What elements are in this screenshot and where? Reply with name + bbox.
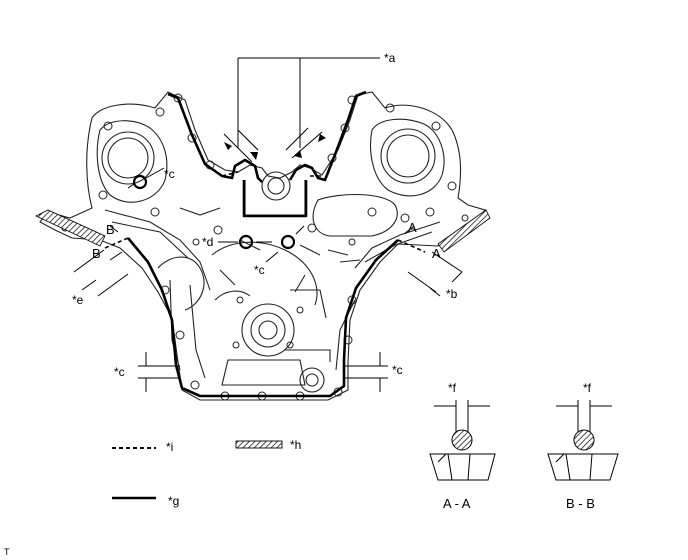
dimension-c-left <box>138 352 180 392</box>
callout-label-f-aa: *f <box>448 381 457 395</box>
dimension-c-right <box>344 352 388 392</box>
o-rings <box>132 174 296 250</box>
dimension-arrowheads <box>224 134 326 160</box>
dimension-e <box>73 249 129 297</box>
section-title-bb: B - B <box>566 496 595 511</box>
section-mark-b-upper: B <box>106 222 115 237</box>
section-view-bb <box>547 400 619 481</box>
callout-label-c-right: *c <box>392 363 403 377</box>
legend-label-solid: *g <box>168 494 179 508</box>
callout-label-c-mid: *c <box>254 263 265 277</box>
legend-hatched-swatch <box>235 440 283 449</box>
seal-packing-dashed <box>104 171 426 253</box>
section-mark-a-lower: A <box>432 246 441 261</box>
callout-label-d: *d <box>202 235 213 249</box>
section-title-aa: A - A <box>443 496 471 511</box>
callout-label-a: *a <box>384 51 396 65</box>
section-mark-a-upper: A <box>408 220 417 235</box>
section-view-aa <box>429 400 496 481</box>
timing-cover-body <box>39 91 486 401</box>
legend-label-dashed: *i <box>166 440 173 454</box>
gaskets-hatched <box>35 209 491 253</box>
bolt-holes <box>61 93 469 401</box>
callout-label-c-top: *c <box>164 167 175 181</box>
legend-label-hatched: *h <box>290 438 301 452</box>
section-mark-b-lower: B <box>92 246 101 261</box>
callout-label-e: *e <box>72 293 84 307</box>
corner-mark: T <box>4 547 10 557</box>
leader-lines <box>109 167 415 263</box>
callout-label-f-bb: *f <box>583 381 592 395</box>
dimension-b <box>407 251 463 297</box>
seal-packing-solid <box>127 90 399 398</box>
callout-label-c-left: *c <box>114 365 125 379</box>
callout-label-b: *b <box>446 287 458 301</box>
callout-a-bracket <box>223 57 380 163</box>
